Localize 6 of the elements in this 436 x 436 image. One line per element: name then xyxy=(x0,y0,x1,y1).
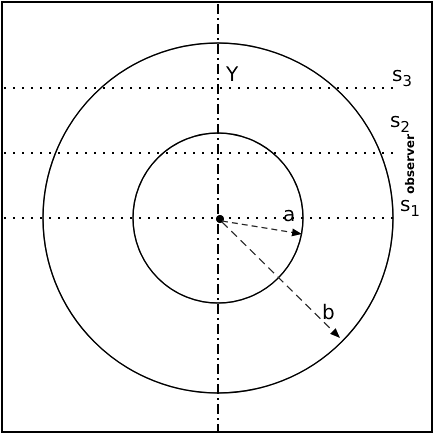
vertical-label: observer xyxy=(404,134,416,194)
line-label: s$_{1}$ xyxy=(400,194,420,219)
line-label: s$_{2}$ xyxy=(390,110,410,135)
axis-label: Y xyxy=(226,64,238,84)
radius-label: b xyxy=(322,302,335,322)
line-label: s$_{3}$ xyxy=(392,64,412,89)
